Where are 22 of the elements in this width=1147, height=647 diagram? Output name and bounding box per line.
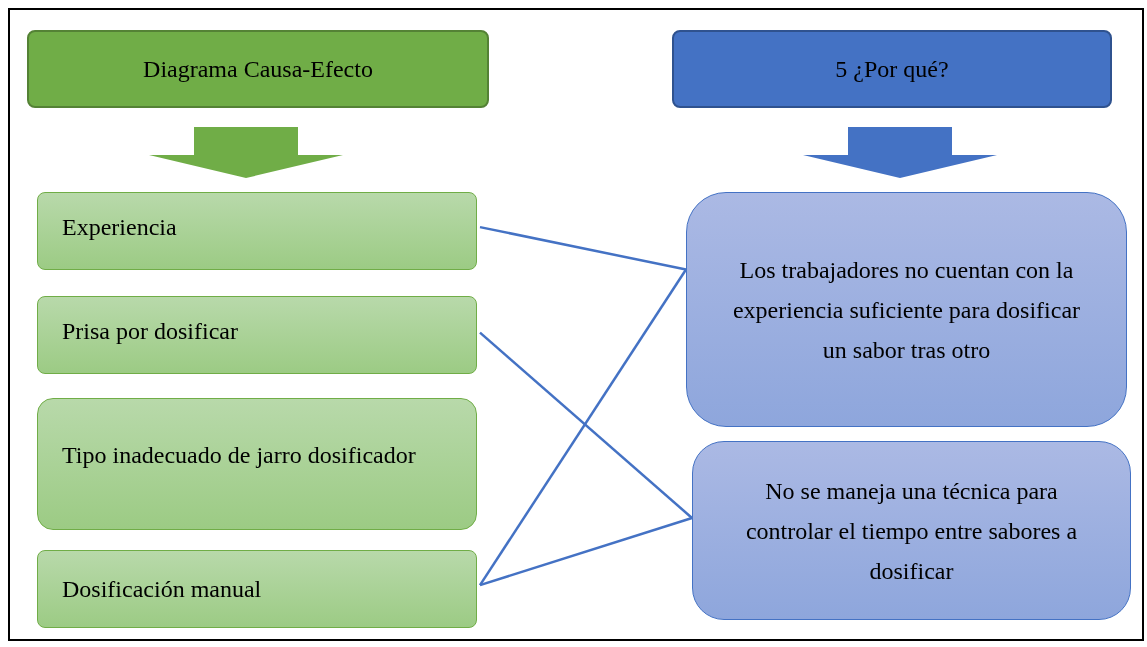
cause-box bbox=[37, 296, 477, 374]
connector-line bbox=[479, 516, 693, 587]
reason-box bbox=[686, 192, 1127, 427]
block-arrow bbox=[149, 127, 343, 178]
header-box bbox=[672, 30, 1112, 108]
connector-line bbox=[479, 331, 693, 519]
node-text: Prisa por dosificar bbox=[62, 317, 239, 346]
node-text: Dosificación manual bbox=[62, 575, 263, 604]
block-arrow bbox=[803, 127, 997, 178]
node-text: No se maneja una técnica para controlar el tiempo entre sabores a dosificar bbox=[744, 476, 1079, 586]
node-text: Diagrama Causa-Efecto bbox=[142, 55, 374, 84]
cause-box bbox=[37, 192, 477, 270]
cause-box bbox=[37, 550, 477, 628]
node-text: Experiencia bbox=[62, 213, 178, 242]
connector-line bbox=[479, 225, 687, 271]
node-text: Los trabajadores no cuentan con la experiencia suficiente para dosificar un sabor tras otro bbox=[731, 255, 1082, 365]
node-text: 5 ¿Por qué? bbox=[834, 55, 950, 84]
header-box bbox=[27, 30, 489, 108]
reason-box bbox=[692, 441, 1131, 620]
connector-line bbox=[478, 268, 688, 586]
node-text: Tipo inadecuado de jarro dosificador bbox=[62, 441, 417, 470]
cause-box bbox=[37, 398, 477, 530]
